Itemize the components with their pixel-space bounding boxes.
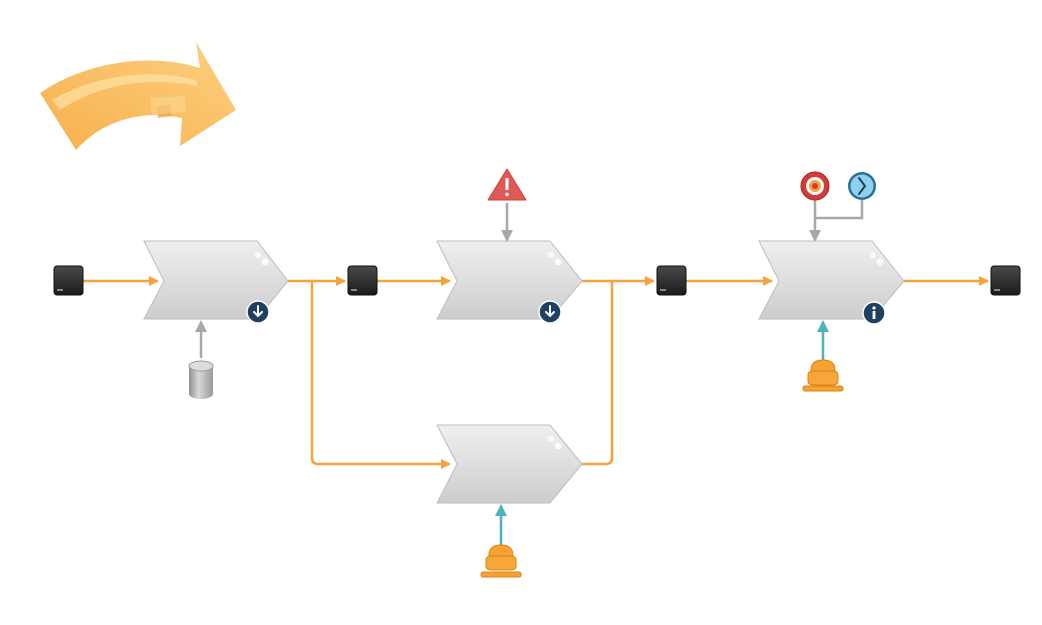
warning-triangle-icon[interactable] xyxy=(487,168,527,201)
flow-connectors xyxy=(82,276,989,469)
info-badge-icon[interactable] xyxy=(862,301,886,325)
person-icon[interactable] xyxy=(802,359,844,392)
flow-arrow-step3-join xyxy=(582,281,614,466)
clock-icon[interactable] xyxy=(848,172,876,200)
input-connectors xyxy=(495,320,829,545)
download-badge-icon[interactable] xyxy=(538,300,562,324)
process-steps xyxy=(143,240,905,504)
curved-arrow-logo xyxy=(40,42,236,150)
node-2[interactable] xyxy=(347,265,378,296)
target-icon[interactable] xyxy=(800,171,830,201)
process-step-3[interactable] xyxy=(436,424,583,504)
node-3[interactable] xyxy=(656,265,687,296)
flow-arrow-split-to-step3 xyxy=(310,281,451,469)
support-connectors xyxy=(195,200,864,358)
download-badge-icon[interactable] xyxy=(246,300,270,324)
end-node[interactable] xyxy=(990,265,1021,296)
event-nodes xyxy=(53,265,1021,296)
database-icon[interactable] xyxy=(188,360,214,399)
start-node[interactable] xyxy=(53,265,84,296)
person-icon[interactable] xyxy=(480,544,522,578)
support-arrow-target-clock xyxy=(815,200,864,240)
process-step-4[interactable] xyxy=(758,240,905,320)
